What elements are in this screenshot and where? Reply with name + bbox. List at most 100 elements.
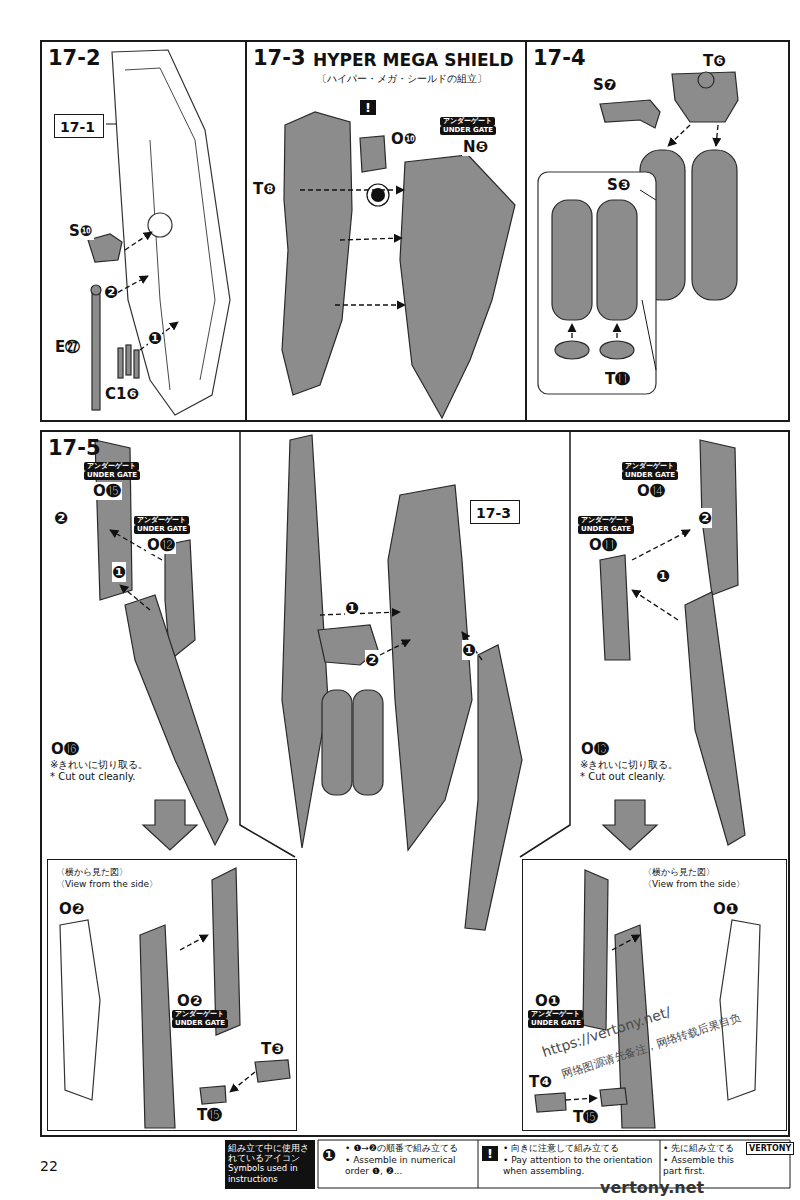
drawing-circle [367, 184, 389, 206]
node-text: 〈View from the side〉 [643, 878, 745, 891]
part-callout: O❷ [176, 992, 203, 1010]
drawing-rect [92, 290, 100, 410]
part-callout: O⓫ [588, 536, 618, 554]
part-callout: T❻ [702, 52, 727, 70]
drawing-rect [134, 350, 139, 378]
icon-description: • Pay attention to the orientation when … [503, 1155, 653, 1177]
drawing-path [340, 238, 402, 240]
drawing-path [632, 590, 678, 620]
drawing-path [566, 1098, 597, 1100]
part-callout: S❸ [606, 176, 632, 194]
drawing-ellipse [555, 341, 589, 359]
caution-icon: ! [482, 1146, 498, 1161]
step-number: ❶ [345, 598, 359, 618]
step-number: ❷ [54, 508, 68, 528]
icon-legend-box: 組み立て中に使用されているアイコンSymbols used in instruc… [225, 1140, 315, 1189]
drawing-path [120, 585, 150, 610]
drawing-path [180, 935, 208, 950]
part-callout: T⓯ [572, 1108, 599, 1126]
drawing-path [632, 530, 690, 560]
part-callout: O❶ [534, 992, 561, 1010]
step-number: ❷ [104, 282, 118, 302]
drawing-rect [322, 690, 352, 795]
drawing-rect [538, 172, 656, 394]
part-callout: T⓯ [196, 1106, 223, 1124]
caution-icon: ! [360, 100, 376, 115]
drawing-rect [118, 348, 123, 378]
under-gate-badge: UNDER GATE [440, 126, 496, 135]
step-panel: 17-4 [525, 40, 790, 422]
drawing-polygon [672, 72, 738, 122]
drawing-polygon [535, 1093, 566, 1112]
drawing-path [125, 232, 152, 250]
watermark: vertony.net [600, 1180, 704, 1196]
step-number: ❶ [462, 640, 476, 660]
drawing-rect [597, 200, 637, 320]
part-callout: O❿ [390, 130, 417, 148]
part-callout: O⓭ [580, 740, 610, 758]
drawing-polygon [388, 485, 472, 850]
under-gate-badge: アンダーゲート [578, 516, 633, 525]
part-callout: T❽ [252, 180, 277, 198]
node-heading: 組み立て中に使用されているアイコン [228, 1143, 312, 1163]
part-callout: O⓬ [146, 536, 176, 554]
node-text: 〔ハイパー・メガ・シールドの組立〕 [317, 72, 487, 86]
node-heading: 〈横から見た図〉 [643, 866, 715, 879]
drawing-path [112, 50, 230, 415]
drawing-polygon [360, 136, 386, 172]
drawing-rect [692, 150, 737, 300]
node-text: Symbols used in instructions [228, 1163, 312, 1183]
drawing-path [143, 800, 197, 850]
drawing-path [320, 612, 400, 615]
drawing-path [571, 324, 572, 338]
drawing-path [616, 324, 617, 338]
under-gate-badge: UNDER GATE [172, 1019, 228, 1028]
cut-note: * Cut out cleanly. [50, 771, 136, 782]
part-callout: S❼ [592, 76, 618, 94]
drawing-rect [552, 200, 592, 320]
drawing-path [520, 432, 570, 857]
node-heading: 17-2 [48, 46, 101, 70]
drawing-path [603, 800, 657, 850]
under-gate-badge: アンダーゲート [172, 1010, 227, 1019]
part-callout: E㉗ [54, 338, 81, 356]
drawing-polygon [200, 1086, 226, 1104]
drawing-polygon [600, 555, 630, 660]
drawing-polygon [400, 155, 515, 418]
drawing-polygon [255, 1060, 290, 1082]
node-heading: 17-3 [476, 505, 511, 521]
cut-note: ※きれいに切り取る。 [580, 758, 678, 772]
step-panel: 17-3HYPER MEGA SHIELD〔ハイパー・メガ・シールドの組立〕 [245, 40, 527, 422]
part-callout: T❹ [528, 1073, 553, 1091]
under-gate-badge: アンダーゲート [134, 516, 189, 525]
drawing-circle [698, 72, 714, 88]
icon-description: • Assemble this part first. [663, 1155, 741, 1177]
step-number: ❷ [698, 508, 712, 528]
part-callout: O⓰ [50, 740, 80, 758]
step-number: ❶ [656, 566, 670, 586]
drawing-path [612, 935, 640, 950]
part-callout: T❸ [260, 1040, 285, 1058]
shield-frame [106, 50, 230, 415]
drawing-rect [126, 345, 131, 375]
part-callout: T⓫ [604, 370, 631, 388]
cut-note: ※きれいに切り取る。 [50, 758, 148, 772]
node-heading: 17-1 [60, 119, 95, 135]
drawing-polygon [600, 1088, 627, 1106]
drawing-path [716, 125, 718, 146]
side-view-box: 〈横から見た図〉〈View from the side〉 [522, 859, 787, 1131]
drawing-ellipse [600, 341, 634, 359]
icon-description: • ❶→❷の順番で組み立てる [345, 1143, 475, 1154]
node-heading: 17-3 [253, 46, 306, 70]
part-callout: S❿ [68, 222, 94, 240]
cut-note: * Cut out cleanly. [580, 771, 666, 782]
part-callout: N❺ [462, 138, 489, 156]
step-number: ❶ [148, 328, 162, 348]
drawing-circle [148, 213, 172, 237]
part-callout: O❷ [58, 900, 85, 918]
icon-description: • 先に組み立てる [663, 1143, 741, 1154]
step-number: ❷ [365, 650, 379, 670]
logo-text: VERTONY [746, 1142, 794, 1155]
